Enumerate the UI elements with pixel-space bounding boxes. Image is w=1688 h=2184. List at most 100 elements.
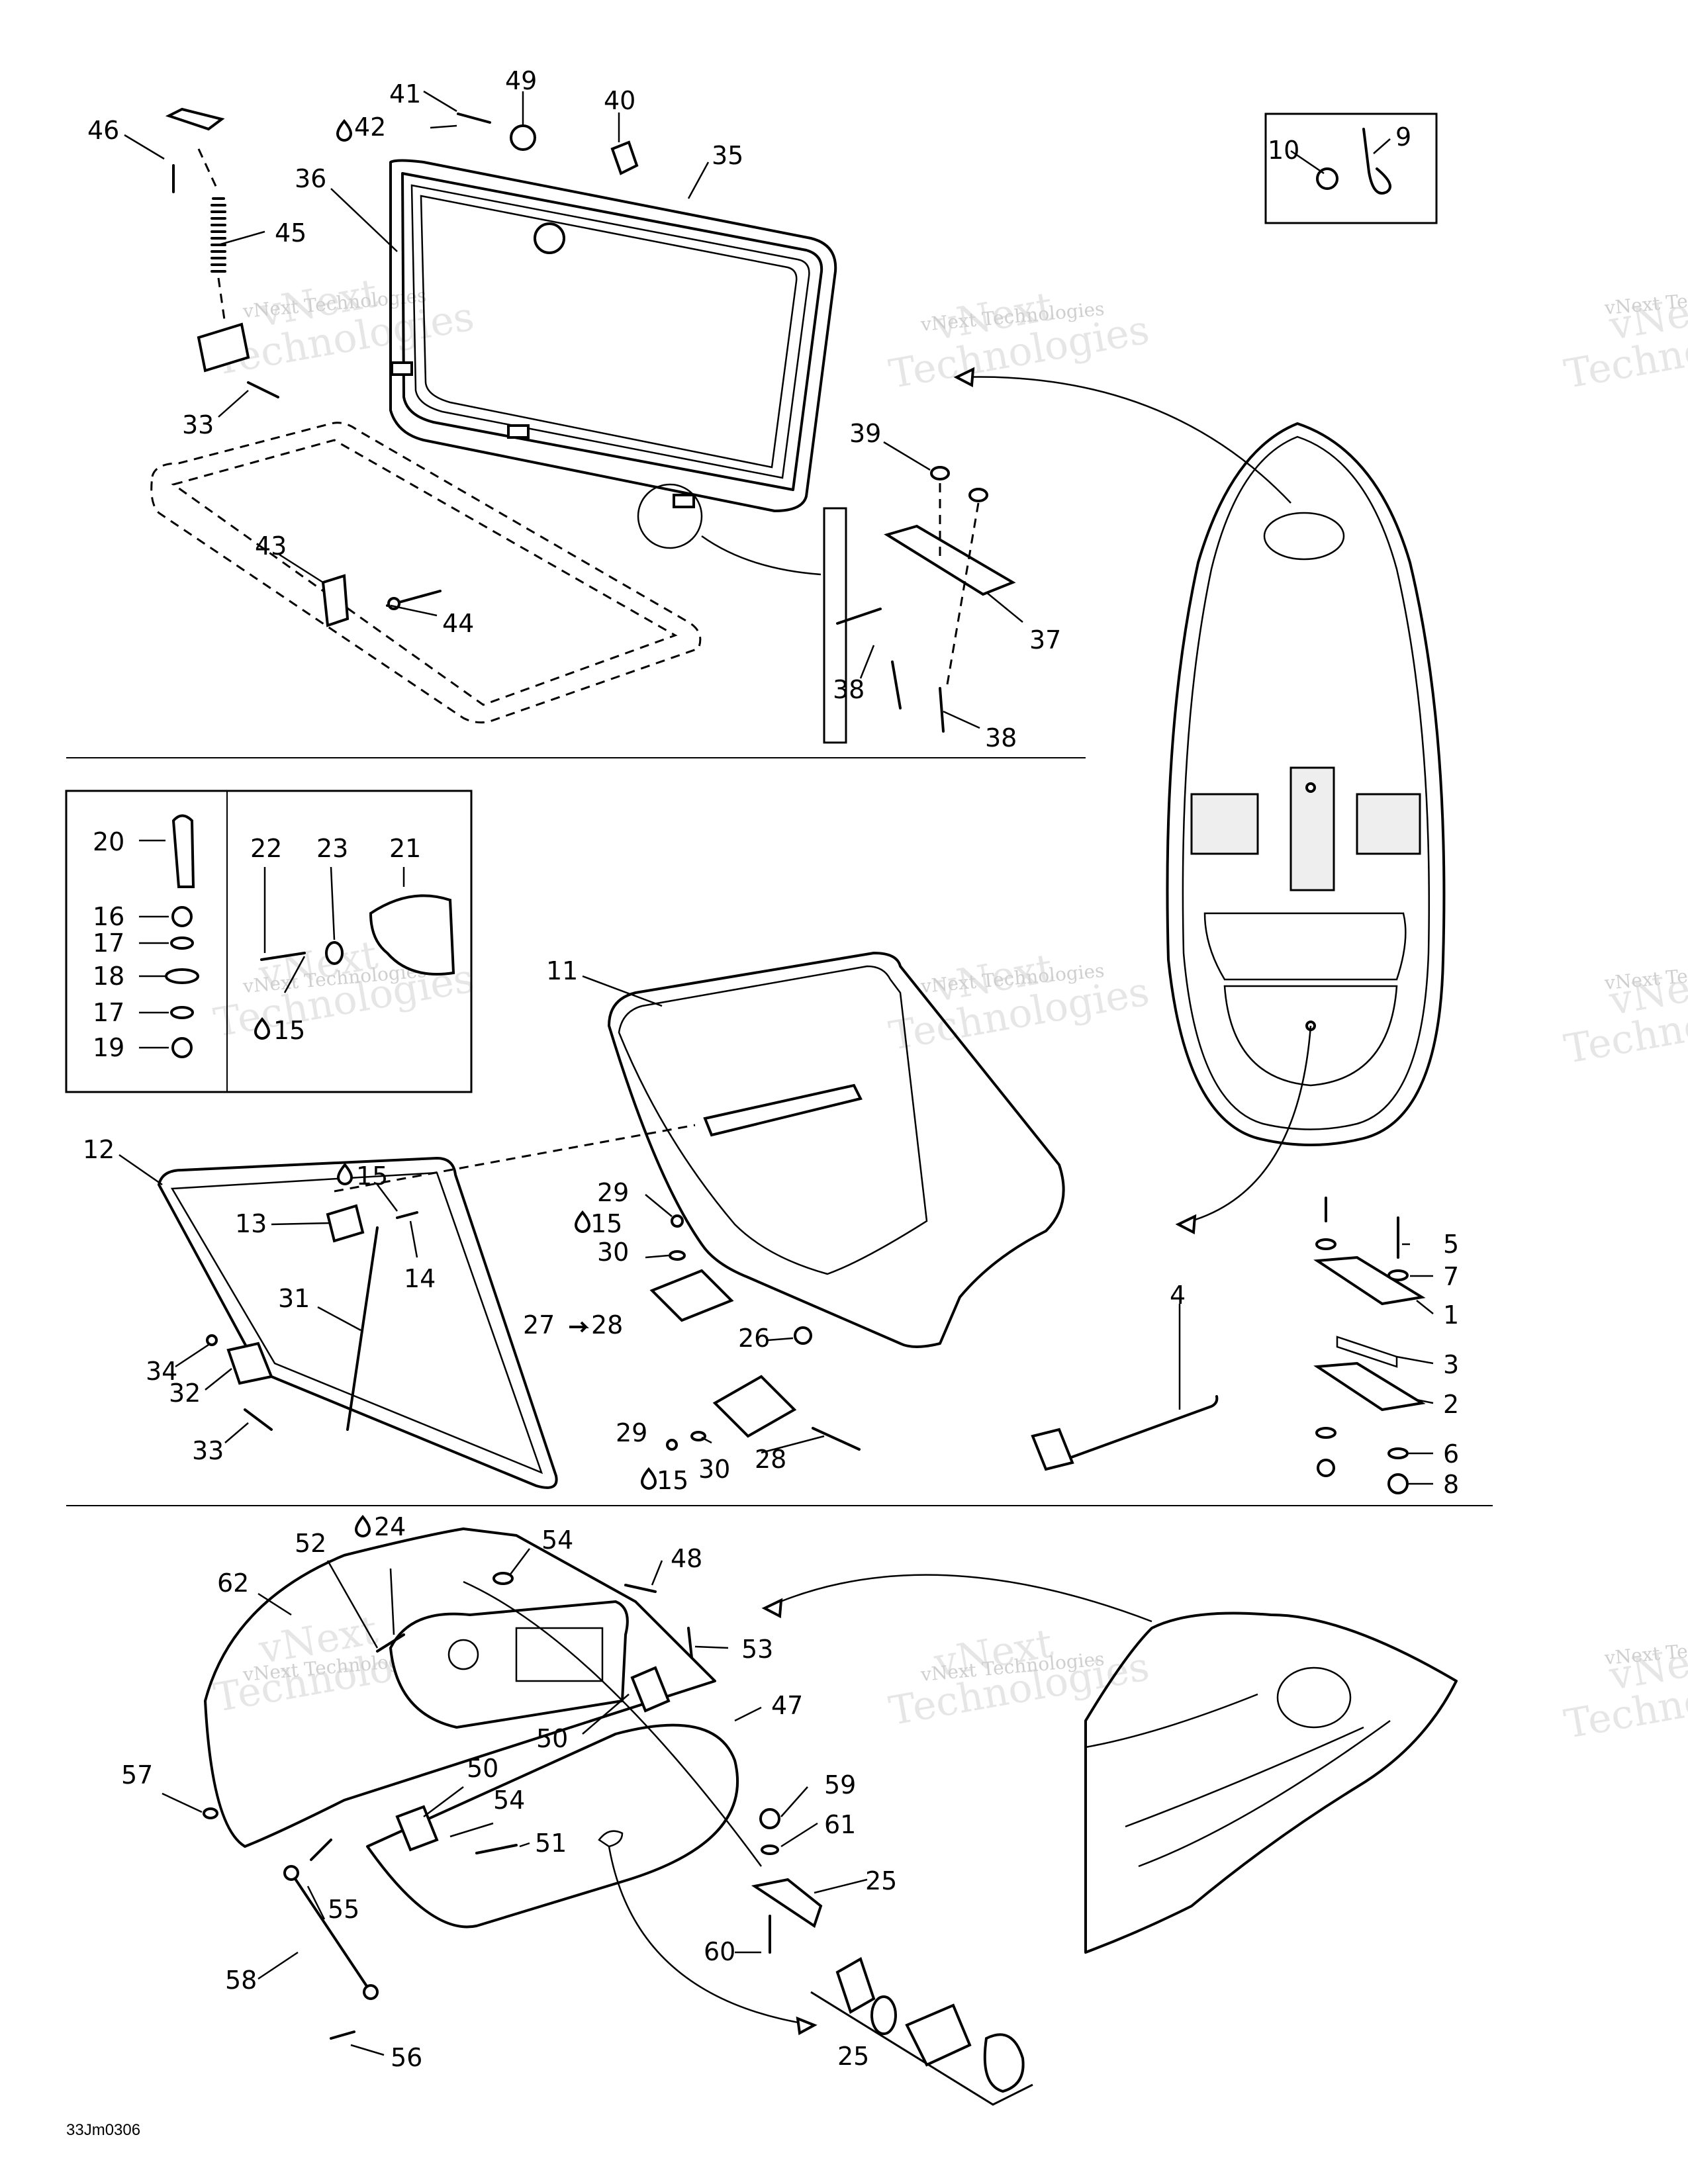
callout-57: 57 [121,1760,153,1790]
callout-39: 39 [849,419,881,448]
washer-17 [170,936,194,950]
rivet-53 [687,1627,693,1659]
locator-dot [1305,782,1316,793]
door-11 [608,952,1065,1348]
callout-40: 40 [604,86,635,115]
washer-18 [165,968,199,984]
callout-47: 47 [771,1691,803,1720]
clip [673,494,695,508]
leader-arrow [463,1580,763,1867]
callout-14: 14 [404,1264,436,1293]
leader-arrow [608,1846,815,2026]
screw-22 [260,952,306,961]
callout-31: 31 [278,1284,310,1313]
callout-26: 26 [738,1324,770,1353]
opening-inner [171,439,678,706]
boat-deck [1182,435,1430,1130]
callout-labels: 46 41 42 49 40 35 36 45 33 43 44 39 37 3… [83,66,1459,2072]
gauge-housing [389,1600,629,1729]
bracket-45-lower [197,322,250,373]
clip [391,361,413,376]
hinge-28 [712,1375,797,1438]
boat-hull [1166,422,1446,1146]
bracket-21 [369,894,455,976]
washer-39 [930,466,950,480]
callout-15: 15 [273,1016,305,1045]
callout-19: 19 [93,1033,124,1062]
rear-deck [1223,985,1398,1087]
callout-22: 22 [250,834,282,863]
zoom-circle [637,483,703,549]
sealant-icons [254,118,657,1537]
nut [1317,1459,1335,1477]
callout-28: 28 [591,1310,623,1340]
detail-box-16-23 [65,790,473,1093]
screw-41 [457,113,491,124]
plug-body [905,2003,972,2067]
callout-36: 36 [295,164,326,193]
callout-15: 15 [657,1466,688,1495]
callout-6: 6 [1443,1439,1459,1469]
callout-30: 30 [597,1238,629,1267]
dash-leader [217,277,226,325]
gasket-36 [410,184,810,479]
callout-34: 34 [146,1357,177,1386]
bracket-32 [226,1342,273,1385]
rivet-38 [836,608,882,625]
callout-10: 10 [1268,136,1299,165]
leader-lines [118,90,1434,2056]
bracket-37 [884,524,1016,596]
rivet-38 [891,660,902,709]
center-console [1289,766,1335,891]
drop-icon [354,1514,371,1537]
washer-39 [968,488,988,502]
bolt-20 [171,814,195,888]
locator-arrow [959,376,1291,504]
callout-20: 20 [93,827,124,856]
spring-45 [211,197,226,273]
opening-outline [150,422,702,724]
nut-8 [1387,1473,1409,1494]
callout-45: 45 [275,218,306,248]
callout-54: 54 [493,1786,525,1815]
clip-57 [203,1807,218,1819]
bracket-25 [751,1878,823,1929]
washer-6 [1387,1447,1409,1459]
callout-46: 46 [87,116,119,145]
screw-29 [666,1439,678,1451]
screw-14 [396,1211,418,1219]
plug-cap [983,2033,1025,2093]
pin-28 [812,1427,861,1451]
washer [1315,1427,1336,1439]
strut-31 [346,1226,379,1431]
rod-4 [1064,1395,1219,1461]
callout-37: 37 [1029,625,1061,655]
callout-61: 61 [824,1810,856,1839]
callout-49: 49 [505,66,537,95]
washer-61 [761,1844,779,1855]
washer-30 [669,1250,686,1261]
callout-16: 16 [93,902,124,931]
callout-32: 32 [169,1379,201,1408]
arrow-icon [569,1321,589,1333]
panel-62 [204,1527,716,1848]
callout-9: 9 [1395,122,1411,152]
rivet-48 [624,1584,657,1593]
right-seat [1356,793,1421,855]
hinge-50 [630,1666,671,1713]
zoom-leader [701,535,821,576]
drop-icon [336,1162,353,1185]
callout-27: 27 [523,1310,555,1340]
rivet-38 [939,687,945,733]
dash-leader [334,1124,696,1193]
callout-60: 60 [704,1937,735,1966]
hinge-27 [649,1269,734,1322]
helm [1263,512,1345,561]
detail-bracket [810,1991,1033,2106]
callout-42: 42 [354,113,386,142]
callout-2: 2 [1443,1390,1459,1419]
detail-box-9-10 [1264,113,1438,224]
rivet-51 [475,1844,518,1854]
arrow-head [796,2016,818,2036]
